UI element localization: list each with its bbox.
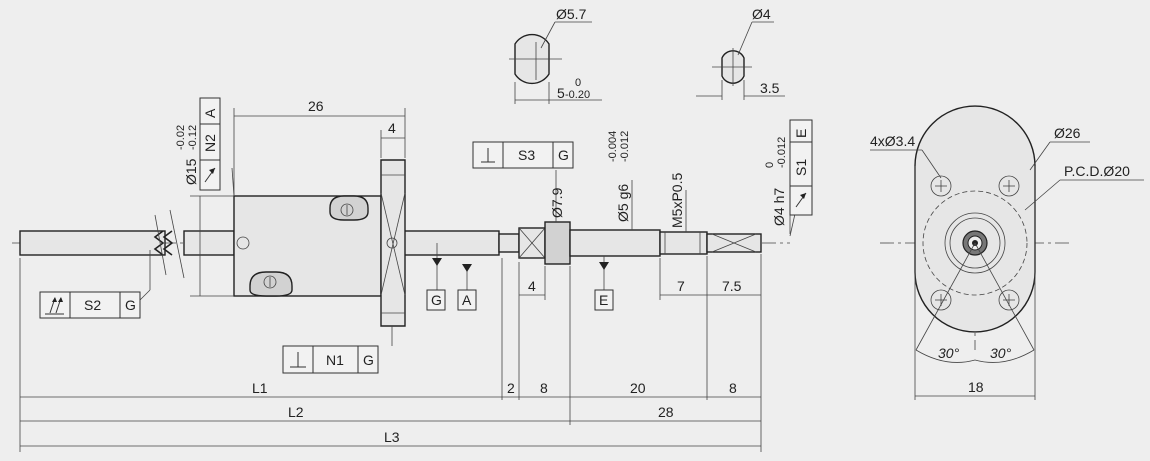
datum-G: G bbox=[431, 292, 442, 308]
tolerance-frame-S3: S3 G bbox=[472, 141, 574, 169]
frame-S3-value: S3 bbox=[518, 147, 535, 163]
detail-b-width: 3.5 bbox=[760, 80, 780, 96]
detail-a-width: 5 bbox=[557, 85, 565, 101]
dim-L1: L1 bbox=[252, 380, 268, 396]
datum-E: E bbox=[599, 292, 608, 308]
frame-S2-datum: G bbox=[125, 297, 136, 313]
dia-5-tol-lower: -0.012 bbox=[619, 131, 631, 162]
end-angle-left: 30° bbox=[938, 345, 960, 361]
dia-7-9: Ø7.9 bbox=[549, 187, 565, 218]
dim-20: 20 bbox=[630, 380, 646, 396]
tolerance-frame-N2: A N2 bbox=[199, 97, 221, 191]
end-angle-right: 30° bbox=[990, 345, 1012, 361]
tolerance-frame-N1: N1 G bbox=[282, 345, 379, 374]
mounting-holes bbox=[930, 175, 1020, 311]
datum-triangle-icon bbox=[432, 258, 609, 272]
thread-m5: M5xP0.5 bbox=[669, 173, 685, 228]
shaft-diameter-4-label: Ø4 h7 0 -0.012 bbox=[764, 137, 788, 226]
nut-diameter-label: Ø15 -0.02 -0.12 bbox=[175, 125, 199, 185]
frame-N1-datum: G bbox=[363, 352, 374, 368]
frame-S3-datum: G bbox=[558, 147, 569, 163]
dim-26: 26 bbox=[308, 98, 324, 114]
frame-S2-value: S2 bbox=[84, 297, 101, 313]
frame-N2-datum: A bbox=[202, 108, 218, 118]
extension-lines bbox=[19, 108, 762, 452]
detail-b-diameter: Ø4 bbox=[752, 6, 771, 22]
end-od-label: Ø26 bbox=[1054, 125, 1081, 141]
total-runout-symbol-icon bbox=[45, 297, 64, 315]
circular-runout-symbol-icon bbox=[795, 192, 807, 208]
detail-view-d4: Ø4 3.5 bbox=[696, 6, 785, 100]
dim-8b: 8 bbox=[729, 380, 737, 396]
nut-body bbox=[233, 195, 382, 297]
dim-8a: 8 bbox=[540, 380, 548, 396]
frame-N2-value: N2 bbox=[202, 134, 218, 152]
dim-4-flange: 4 bbox=[388, 120, 396, 136]
dia-4-tol-lower: -0.012 bbox=[776, 137, 788, 168]
dim-L3: L3 bbox=[384, 429, 400, 445]
dimension-lines bbox=[20, 115, 791, 447]
dia-15-tol-lower: -0.12 bbox=[187, 125, 199, 150]
dia-15: Ø15 bbox=[183, 158, 199, 185]
dia-5-g6: Ø5 g6 bbox=[615, 184, 631, 222]
frame-N1-value: N1 bbox=[326, 352, 344, 368]
end-pcd-label: P.C.D.Ø20 bbox=[1064, 163, 1130, 179]
datum-A: A bbox=[462, 292, 472, 308]
dim-7-5: 7.5 bbox=[722, 278, 742, 294]
detail-view-d5-7: Ø5.7 5 0 -0.20 bbox=[509, 6, 602, 104]
nut-flange bbox=[380, 159, 406, 327]
frame-S1-value: S1 bbox=[793, 159, 809, 176]
bearing-journal bbox=[518, 221, 762, 265]
dia-5-tol-upper: -0.004 bbox=[607, 131, 619, 162]
dim-L2: L2 bbox=[288, 404, 304, 420]
dim-7: 7 bbox=[677, 278, 685, 294]
perpendicularity-symbol-icon bbox=[481, 148, 495, 163]
circular-runout-symbol-icon bbox=[204, 167, 216, 183]
shaft-diameter-5-label: Ø5 g6 -0.004 -0.012 bbox=[607, 131, 631, 222]
dim-2: 2 bbox=[507, 380, 515, 396]
dia-4-tol-upper: 0 bbox=[764, 162, 776, 168]
dim-4-shaft: 4 bbox=[528, 278, 536, 294]
side-view bbox=[12, 108, 798, 452]
perpendicularity-symbol-icon bbox=[290, 352, 306, 368]
end-holes-label: 4xØ3.4 bbox=[870, 133, 915, 149]
frame-S1-datum: E bbox=[793, 129, 809, 138]
end-view-texts: 4xØ3.4 Ø26 P.C.D.Ø20 30° 30° 18 bbox=[870, 125, 1130, 395]
dia-15-tol-upper: -0.02 bbox=[175, 125, 187, 150]
detail-a-diameter: Ø5.7 bbox=[556, 6, 587, 22]
tolerance-frame-S2: S2 G bbox=[39, 291, 141, 319]
detail-a-tol-lower: -0.20 bbox=[565, 89, 590, 101]
end-view bbox=[870, 105, 1144, 400]
end-width-label: 18 bbox=[968, 379, 984, 395]
dia-4-h7: Ø4 h7 bbox=[771, 188, 787, 226]
datum-labels: G A E bbox=[426, 289, 614, 311]
tolerance-frame-S1: E S1 bbox=[789, 119, 813, 216]
dim-28: 28 bbox=[658, 404, 674, 420]
detail-a-tol-upper: 0 bbox=[575, 77, 581, 89]
side-dimension-texts: 26 4 4 7 7.5 L1 2 8 20 8 L2 28 L3 bbox=[252, 98, 742, 445]
